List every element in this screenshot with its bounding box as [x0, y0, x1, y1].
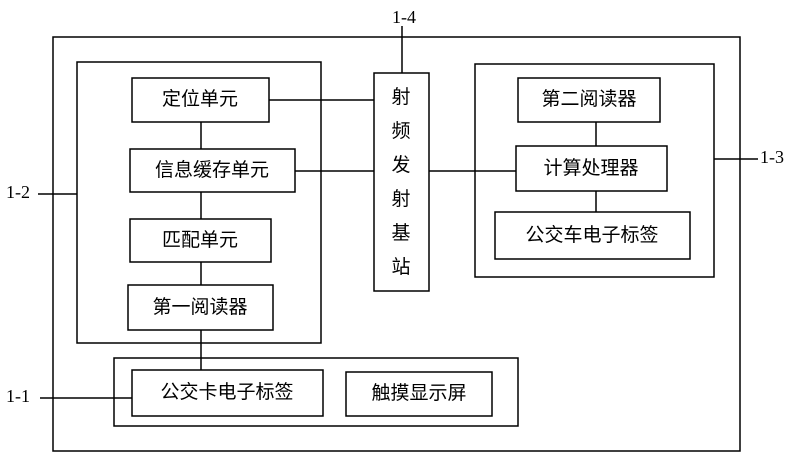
rf-base-station-char: 射 [391, 86, 410, 108]
rf-base-station-char: 射 [391, 188, 410, 210]
bus-card-electronic-tag-block: 公交卡电子标签 [132, 370, 323, 416]
rf-base-station-block: 射 频 发 射 基 站 [374, 73, 429, 291]
positioning-unit-label: 定位单元 [162, 88, 238, 110]
matching-unit-block: 匹配单元 [130, 219, 271, 262]
positioning-unit-block: 定位单元 [132, 78, 269, 122]
rf-base-station-char: 基 [391, 222, 410, 244]
ref-label-1-4: 1-4 [392, 7, 416, 27]
first-reader-label: 第一阅读器 [152, 296, 247, 318]
info-cache-unit-label: 信息缓存单元 [155, 159, 269, 181]
first-reader-block: 第一阅读器 [128, 285, 273, 330]
second-reader-label: 第二阅读器 [541, 88, 636, 110]
ref-label-1-2: 1-2 [6, 182, 30, 202]
matching-unit-label: 匹配单元 [162, 229, 238, 251]
info-cache-unit-block: 信息缓存单元 [130, 149, 295, 192]
computing-processor-block: 计算处理器 [516, 146, 667, 191]
computing-processor-label: 计算处理器 [543, 157, 638, 179]
bus-card-electronic-tag-label: 公交卡电子标签 [160, 381, 293, 403]
bus-electronic-tag-label: 公交车电子标签 [525, 224, 658, 246]
touch-display-label: 触摸显示屏 [371, 382, 466, 404]
bus-electronic-tag-block: 公交车电子标签 [495, 212, 690, 259]
ref-label-1-1: 1-1 [6, 386, 30, 406]
ref-label-1-3: 1-3 [760, 147, 784, 167]
rf-base-station-char: 发 [391, 154, 410, 176]
rf-base-station-char: 站 [391, 256, 410, 278]
second-reader-block: 第二阅读器 [518, 78, 660, 122]
rf-base-station-char: 频 [391, 120, 410, 142]
touch-display-block: 触摸显示屏 [346, 372, 492, 416]
